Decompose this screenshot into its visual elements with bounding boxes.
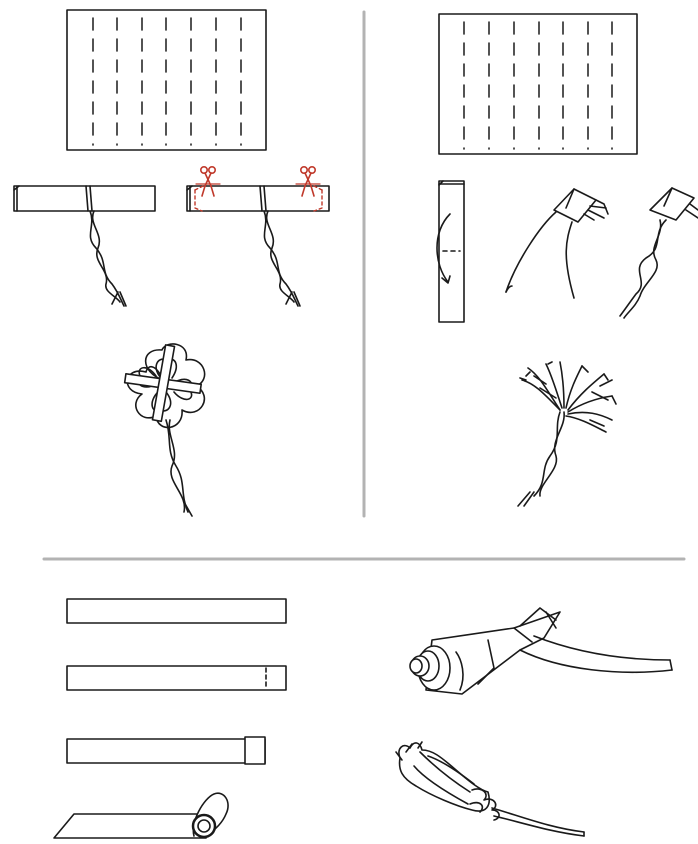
rolled-bud-on-stem (410, 608, 672, 694)
strip-with-folded-end (67, 737, 265, 764)
strip-with-fold-line (67, 666, 286, 690)
finished-clover-flower (125, 344, 205, 516)
strip-with-wire (14, 186, 155, 306)
panel-fringe-flower (437, 14, 698, 506)
twisted-wire-fringe (620, 188, 698, 318)
cut-fringe-with-wire (506, 189, 608, 298)
paper-sheet-folds (67, 10, 266, 150)
roll-strip (54, 793, 228, 838)
strip-fold-in-half (437, 181, 464, 322)
panel-rolled-flower (54, 599, 672, 838)
finished-fringe-flower (518, 362, 616, 506)
paper-sheet-folds (439, 14, 637, 154)
panel-clover-flower (14, 10, 329, 516)
plain-strip (67, 599, 286, 623)
wrapped-bud-on-stem (396, 742, 584, 836)
strip-trim-corners (187, 186, 329, 306)
